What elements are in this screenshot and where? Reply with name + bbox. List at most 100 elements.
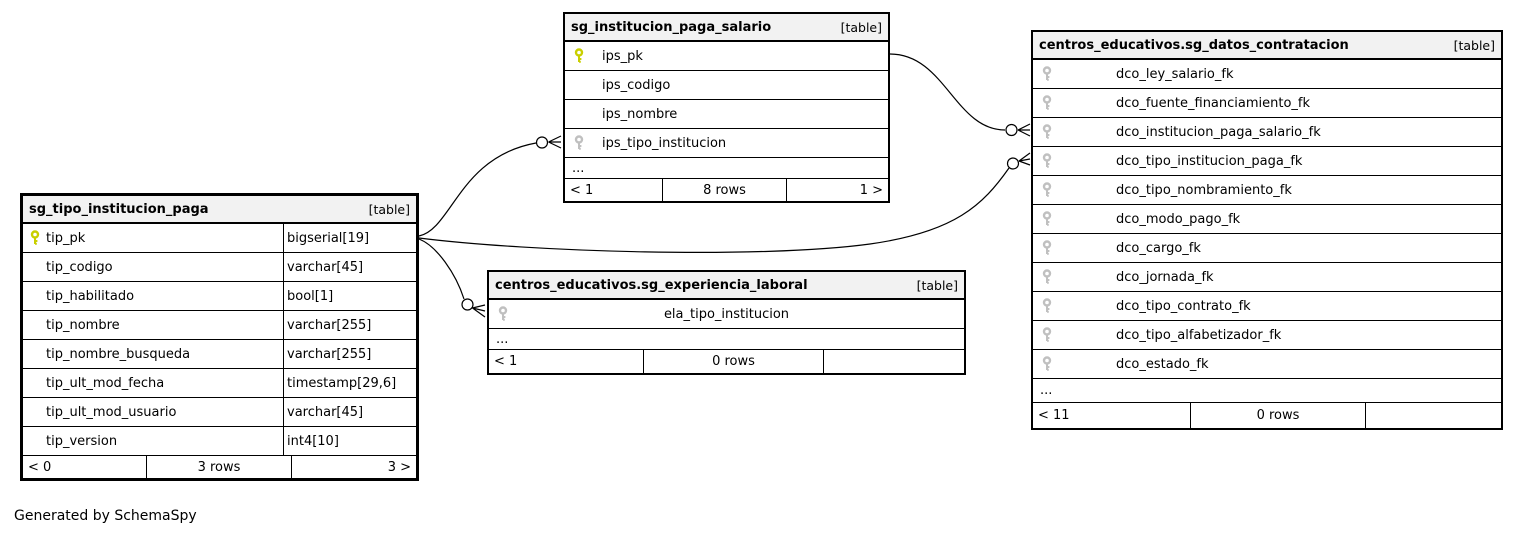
table-header[interactable]: centros_educativos.sg_datos_contratacion… <box>1033 32 1501 60</box>
more-columns-ellipsis: ... <box>565 158 888 179</box>
column-name: dco_cargo_fk <box>1116 240 1201 256</box>
table-node-sg-institucion-paga-salario: sg_institucion_paga_salario [table] ips_… <box>563 12 890 203</box>
column-name: tip_pk <box>46 230 86 246</box>
children-count <box>824 350 964 373</box>
column-type: varchar[255] <box>283 340 416 368</box>
column-name: ela_tipo_institucion <box>663 306 790 322</box>
column-name: tip_codigo <box>46 259 113 275</box>
table-title[interactable]: sg_tipo_institucion_paga <box>29 201 209 217</box>
table-node-sg-tipo-institucion-paga: sg_tipo_institucion_paga [table] tip_pk … <box>20 193 419 481</box>
table-tag: [table] <box>368 201 410 217</box>
column-name: dco_tipo_alfabetizador_fk <box>1116 327 1282 343</box>
column-row: dco_tipo_nombramiento_fk <box>1033 176 1501 205</box>
column-row: tip_codigo varchar[45] <box>23 253 416 282</box>
foreign-key-icon <box>1042 153 1052 168</box>
table-header[interactable]: sg_tipo_institucion_paga [table] <box>23 196 416 224</box>
parents-count: < 1 <box>489 350 644 373</box>
column-row: tip_nombre varchar[255] <box>23 311 416 340</box>
table-node-sg-datos-contratacion: centros_educativos.sg_datos_contratacion… <box>1031 30 1503 430</box>
column-row: ips_codigo <box>565 71 888 100</box>
column-name: dco_ley_salario_fk <box>1116 66 1234 82</box>
primary-key-icon <box>30 230 40 245</box>
column-row: dco_cargo_fk <box>1033 234 1501 263</box>
table-footer: < 11 0 rows <box>1033 403 1501 428</box>
column-row: tip_ult_mod_fecha timestamp[29,6] <box>23 369 416 398</box>
column-row: dco_institucion_paga_salario_fk <box>1033 118 1501 147</box>
table-title[interactable]: sg_institucion_paga_salario <box>571 19 772 35</box>
column-row: tip_pk bigserial[19] <box>23 224 416 253</box>
column-name: dco_institucion_paga_salario_fk <box>1116 124 1321 140</box>
column-row: dco_tipo_institucion_paga_fk <box>1033 147 1501 176</box>
table-title[interactable]: centros_educativos.sg_datos_contratacion <box>1039 37 1349 53</box>
children-count: 1 > <box>859 182 883 198</box>
more-columns-ellipsis: ... <box>1033 379 1501 403</box>
table-footer: < 1 8 rows 1 > <box>565 179 888 201</box>
column-type: varchar[255] <box>283 311 416 339</box>
column-type: bool[1] <box>283 282 416 310</box>
column-row: ips_nombre <box>565 100 888 129</box>
column-name: dco_tipo_institucion_paga_fk <box>1116 153 1303 169</box>
edge-tip-pk-to-ela-tipo-institucion <box>418 238 486 318</box>
column-type: timestamp[29,6] <box>283 369 416 397</box>
column-name: dco_tipo_contrato_fk <box>1116 298 1251 314</box>
column-row: ela_tipo_institucion <box>489 300 964 329</box>
column-name: ips_tipo_institucion <box>602 135 727 151</box>
column-name: dco_tipo_nombramiento_fk <box>1116 182 1292 198</box>
column-name: tip_version <box>46 433 118 449</box>
column-row: dco_tipo_alfabetizador_fk <box>1033 321 1501 350</box>
primary-key-icon <box>574 48 584 63</box>
column-name: tip_ult_mod_usuario <box>46 404 177 420</box>
column-row: dco_tipo_contrato_fk <box>1033 292 1501 321</box>
foreign-key-icon <box>1042 66 1052 81</box>
foreign-key-icon <box>1042 240 1052 255</box>
table-footer: < 1 0 rows <box>489 350 964 373</box>
column-row: ips_tipo_institucion <box>565 129 888 158</box>
table-header[interactable]: centros_educativos.sg_experiencia_labora… <box>489 272 964 300</box>
foreign-key-icon <box>498 306 508 321</box>
column-name: tip_nombre_busqueda <box>46 346 191 362</box>
column-row: dco_jornada_fk <box>1033 263 1501 292</box>
row-count: 3 rows <box>147 456 292 478</box>
table-tag: [table] <box>840 19 882 35</box>
row-count: 0 rows <box>1191 403 1366 428</box>
table-tag: [table] <box>916 277 958 293</box>
column-name: tip_ult_mod_fecha <box>46 375 165 391</box>
foreign-key-icon <box>574 135 584 150</box>
column-row: dco_fuente_financiamiento_fk <box>1033 89 1501 118</box>
table-footer: < 0 3 rows 3 > <box>23 456 416 478</box>
column-type: bigserial[19] <box>283 224 416 252</box>
column-type: varchar[45] <box>283 398 416 426</box>
column-type: int4[10] <box>283 427 416 455</box>
column-name: ips_codigo <box>602 77 671 93</box>
foreign-key-icon <box>1042 182 1052 197</box>
column-name: tip_nombre <box>46 317 120 333</box>
table-title[interactable]: centros_educativos.sg_experiencia_labora… <box>495 277 808 293</box>
row-count: 0 rows <box>644 350 824 373</box>
column-row: dco_estado_fk <box>1033 350 1501 379</box>
foreign-key-icon <box>1042 356 1052 371</box>
column-type: varchar[45] <box>283 253 416 281</box>
column-row: tip_nombre_busqueda varchar[255] <box>23 340 416 369</box>
edge-tip-pk-to-ips-tipo-institucion <box>418 135 562 237</box>
parents-count: < 0 <box>23 456 147 478</box>
column-name: ips_pk <box>602 48 643 64</box>
foreign-key-icon <box>1042 124 1052 139</box>
foreign-key-icon <box>1042 298 1052 313</box>
table-node-sg-experiencia-laboral: centros_educativos.sg_experiencia_labora… <box>487 270 966 375</box>
column-name: dco_modo_pago_fk <box>1116 211 1241 227</box>
column-name: tip_habilitado <box>46 288 135 304</box>
foreign-key-icon <box>1042 269 1052 284</box>
parents-count: < 1 <box>565 179 663 201</box>
more-columns-ellipsis: ... <box>489 329 964 350</box>
table-tag: [table] <box>1453 37 1495 53</box>
column-row: dco_ley_salario_fk <box>1033 60 1501 89</box>
column-row: ips_pk <box>565 42 888 71</box>
table-header[interactable]: sg_institucion_paga_salario [table] <box>565 14 888 42</box>
generated-by-credit: Generated by SchemaSpy <box>14 508 197 524</box>
column-row: tip_version int4[10] <box>23 427 416 456</box>
column-name: dco_estado_fk <box>1116 356 1209 372</box>
foreign-key-icon <box>1042 211 1052 226</box>
column-name: dco_fuente_financiamiento_fk <box>1116 95 1311 111</box>
column-name: dco_jornada_fk <box>1116 269 1214 285</box>
